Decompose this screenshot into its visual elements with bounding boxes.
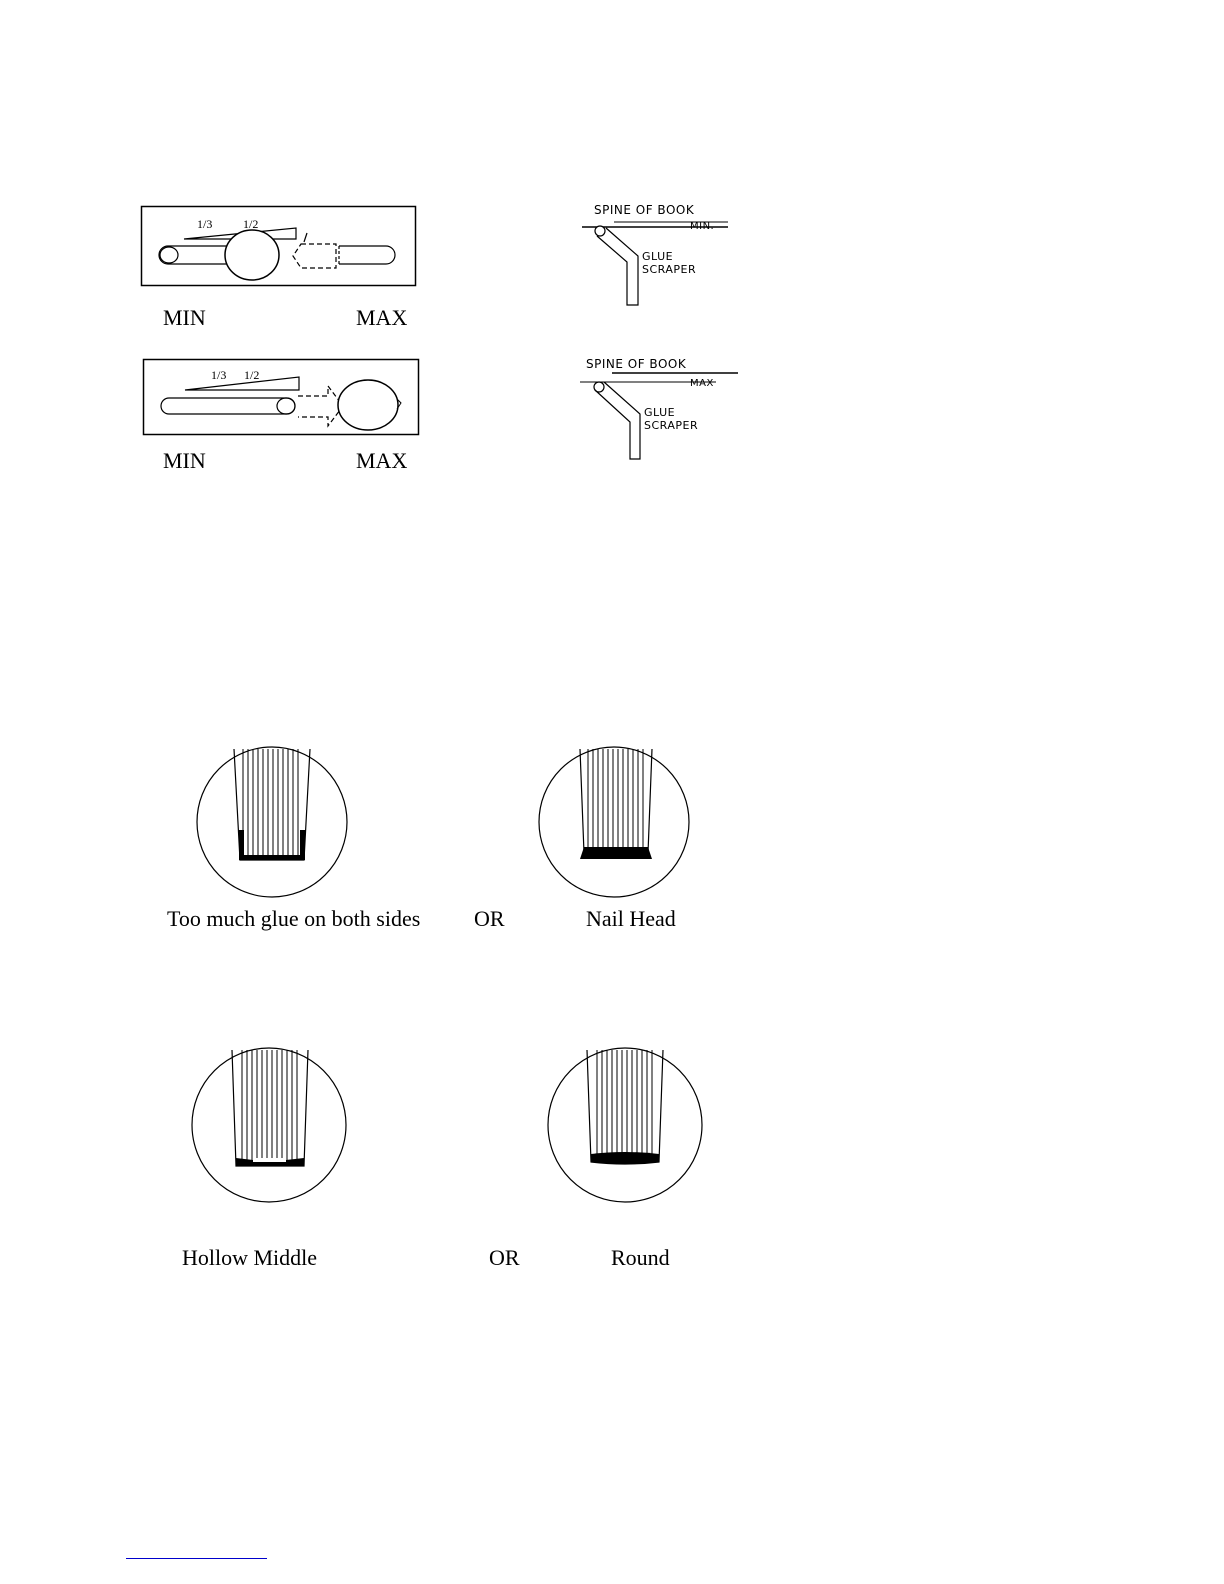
spine-detail-both-sides [194,745,354,900]
spine-detail-hollow-middle [191,1046,351,1206]
footnote-separator [126,1558,267,1559]
dial-diagram-max: 1/3 1/2 [143,359,419,435]
caption-or-2: OR [489,1245,520,1271]
caption-round: Round [611,1245,670,1271]
spine-nail-head-drawing [538,745,693,900]
spine-hollow-middle-drawing [191,1046,351,1206]
scraper-max-spine-label: SPINE OF BOOK [586,357,686,371]
caption-hollow-middle: Hollow Middle [182,1245,317,1271]
spine-detail-round [547,1046,707,1206]
scraper-min-spine-label: SPINE OF BOOK [594,203,694,217]
scraper-diagram-min: SPINE OF BOOK MIN. GLUE SCRAPER [580,200,740,310]
caption-nail-head: Nail Head [586,906,676,932]
dial-min-max-label: MAX [356,305,407,331]
scraper-diagram-max: SPINE OF BOOK MAX GLUE SCRAPER [578,354,743,464]
dial-min-frac-half: 1/2 [243,217,258,232]
scraper-min-level-label: MIN. [690,221,714,232]
dial-max-frac-half: 1/2 [244,368,259,383]
dial-max-frac-third: 1/3 [211,368,226,383]
scraper-max-glue-label: GLUE [644,406,675,419]
scraper-max-scraper-label: SCRAPER [644,419,698,432]
caption-both-sides: Too much glue on both sides [167,906,420,932]
dial-max-max-label: MAX [356,448,407,474]
scraper-min-scraper-label: SCRAPER [642,263,696,276]
dial-min-drawing [141,206,416,286]
spine-round-drawing [547,1046,707,1206]
dial-max-drawing [143,359,419,435]
spine-both-sides-drawing [194,745,354,900]
scraper-max-level-label: MAX [690,378,714,389]
scraper-min-glue-label: GLUE [642,250,673,263]
dial-max-min-label: MIN [163,448,206,474]
dial-min-frac-third: 1/3 [197,217,212,232]
dial-min-min-label: MIN [163,305,206,331]
dial-diagram-min: 1/3 1/2 [141,206,416,286]
spine-detail-nail-head [538,745,693,900]
caption-or-1: OR [474,906,505,932]
